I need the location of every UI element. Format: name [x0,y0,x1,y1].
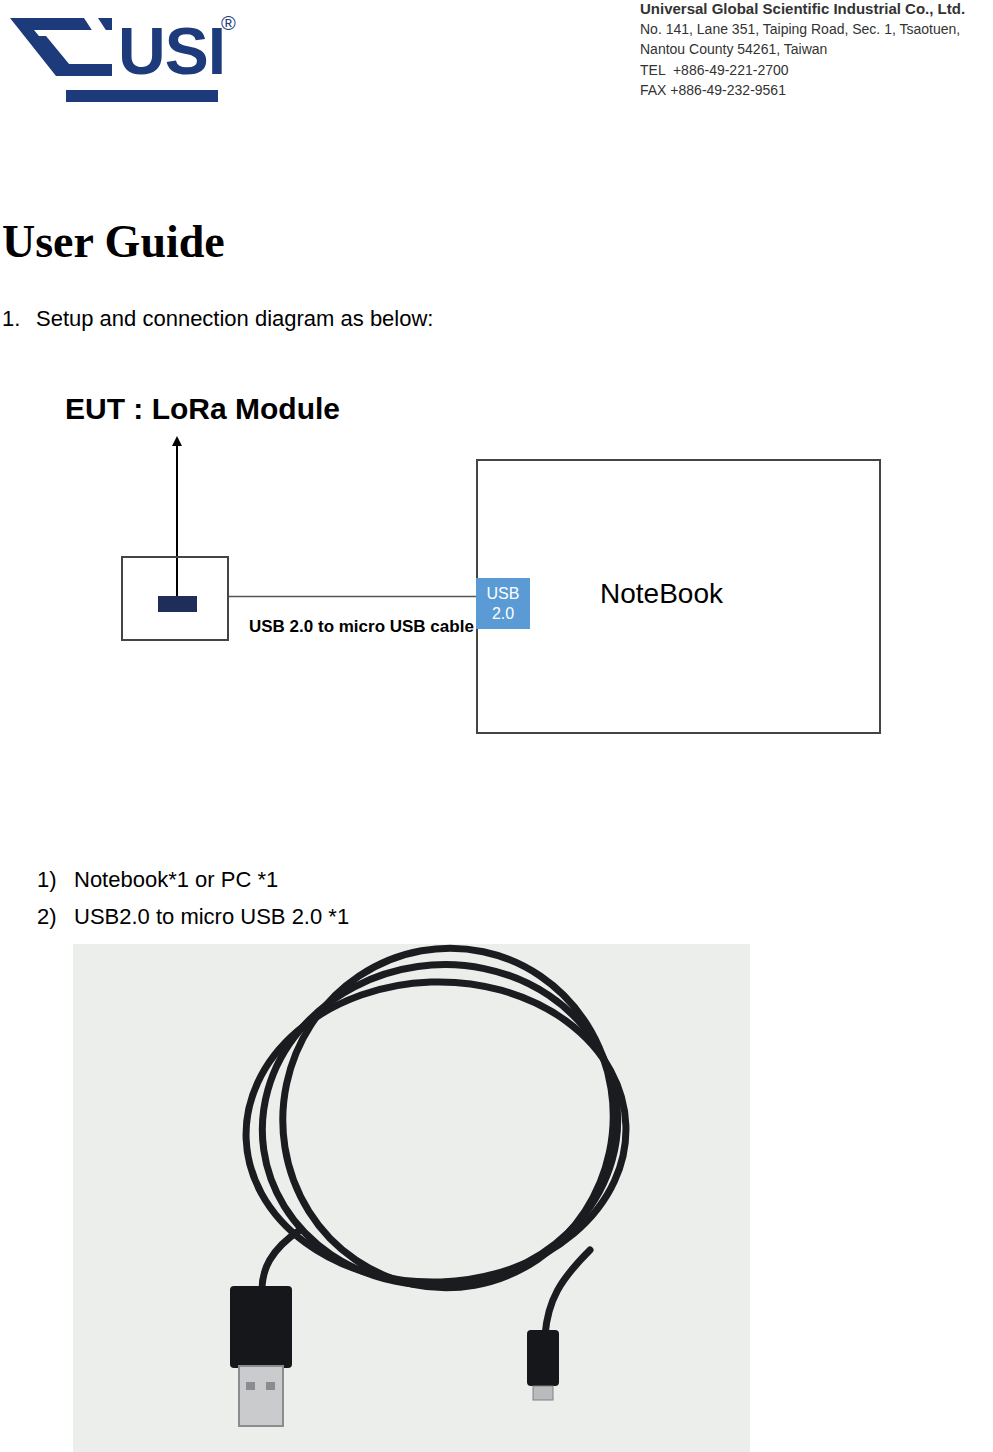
notebook-label: NoteBook [600,578,723,610]
list-number: 1) [37,867,57,892]
company-name: Universal Global Scientific Industrial C… [640,0,965,17]
registered-mark: ® [221,12,236,35]
address-line: Nantou County 54261, Taiwan [640,41,827,57]
phone-line: TEL +886-49-221-2700 [640,62,789,78]
notebook-box: NoteBook USB 2.0 [476,459,881,734]
leader-arrow [172,436,182,600]
module-box: EUT : LoRa Module [121,556,229,641]
list-item: Notebook*1 or PC *1 [74,867,278,892]
port-label: USB 2.0 [485,584,521,622]
logo-text: USI [118,14,225,90]
module-title: EUT : LoRa Module [65,392,340,426]
address-line: No. 141, Lane 351, Taiping Road, Sec. 1,… [640,21,960,37]
page-title: User Guide [2,216,225,269]
cable-photo [73,917,750,1452]
edge-label: USB 2.0 to micro USB cable [248,617,475,637]
fax-line: FAX +886-49-232-9561 [640,82,786,98]
cable-connector [229,596,476,597]
usb-port: USB 2.0 [476,578,530,629]
module-chip [158,596,197,612]
step-text: Setup and connection diagram as below: [36,306,433,331]
list-number: 2) [37,904,57,929]
step-number: 1. [2,306,20,331]
list-item: USB2.0 to micro USB 2.0 *1 [74,904,349,929]
